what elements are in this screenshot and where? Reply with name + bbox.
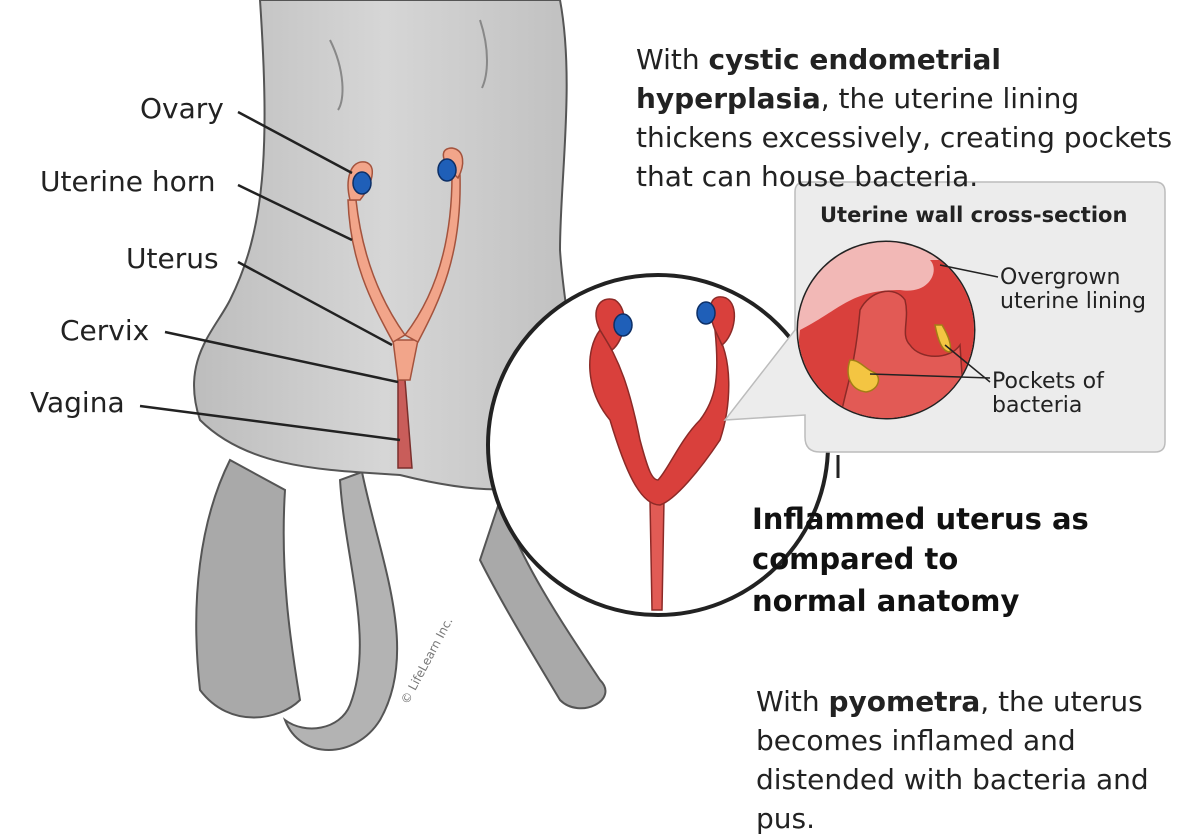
cross-section-title: Uterine wall cross-section bbox=[820, 203, 1128, 227]
inflamed-line-1: Inflammed uterus as bbox=[752, 502, 1089, 536]
label-cervix: Cervix bbox=[60, 314, 150, 347]
label-ovary: Ovary bbox=[140, 92, 224, 125]
label-lining-1: Overgrown bbox=[1000, 265, 1121, 290]
inflamed-line-3: normal anatomy bbox=[752, 584, 1020, 618]
normal-uterus bbox=[347, 147, 464, 469]
tail bbox=[282, 470, 399, 751]
right-hind-leg bbox=[478, 496, 607, 710]
cat-body bbox=[193, 0, 576, 491]
label-vagina: Vagina bbox=[30, 386, 125, 419]
cystic-hyperplasia-text: With cystic endometrial hyperplasia, the… bbox=[636, 43, 1173, 193]
left-hind-leg bbox=[195, 458, 302, 719]
label-pockets-1: Pockets of bbox=[992, 369, 1104, 394]
ovary-left bbox=[352, 171, 372, 195]
label-uterine-horn: Uterine horn bbox=[40, 165, 216, 198]
label-lining-2: uterine lining bbox=[1000, 289, 1146, 314]
leader-lines bbox=[139, 110, 401, 442]
ovary-right bbox=[437, 158, 457, 182]
label-uterus: Uterus bbox=[126, 242, 219, 275]
inflamed-line-2: compared to bbox=[752, 542, 959, 576]
label-pockets-2: bacteria bbox=[992, 393, 1083, 418]
cross-section-detail bbox=[798, 242, 974, 418]
pyometra-text: With pyometra, the uterus becomes inflam… bbox=[756, 685, 1149, 835]
inflamed-uterus bbox=[589, 296, 736, 611]
